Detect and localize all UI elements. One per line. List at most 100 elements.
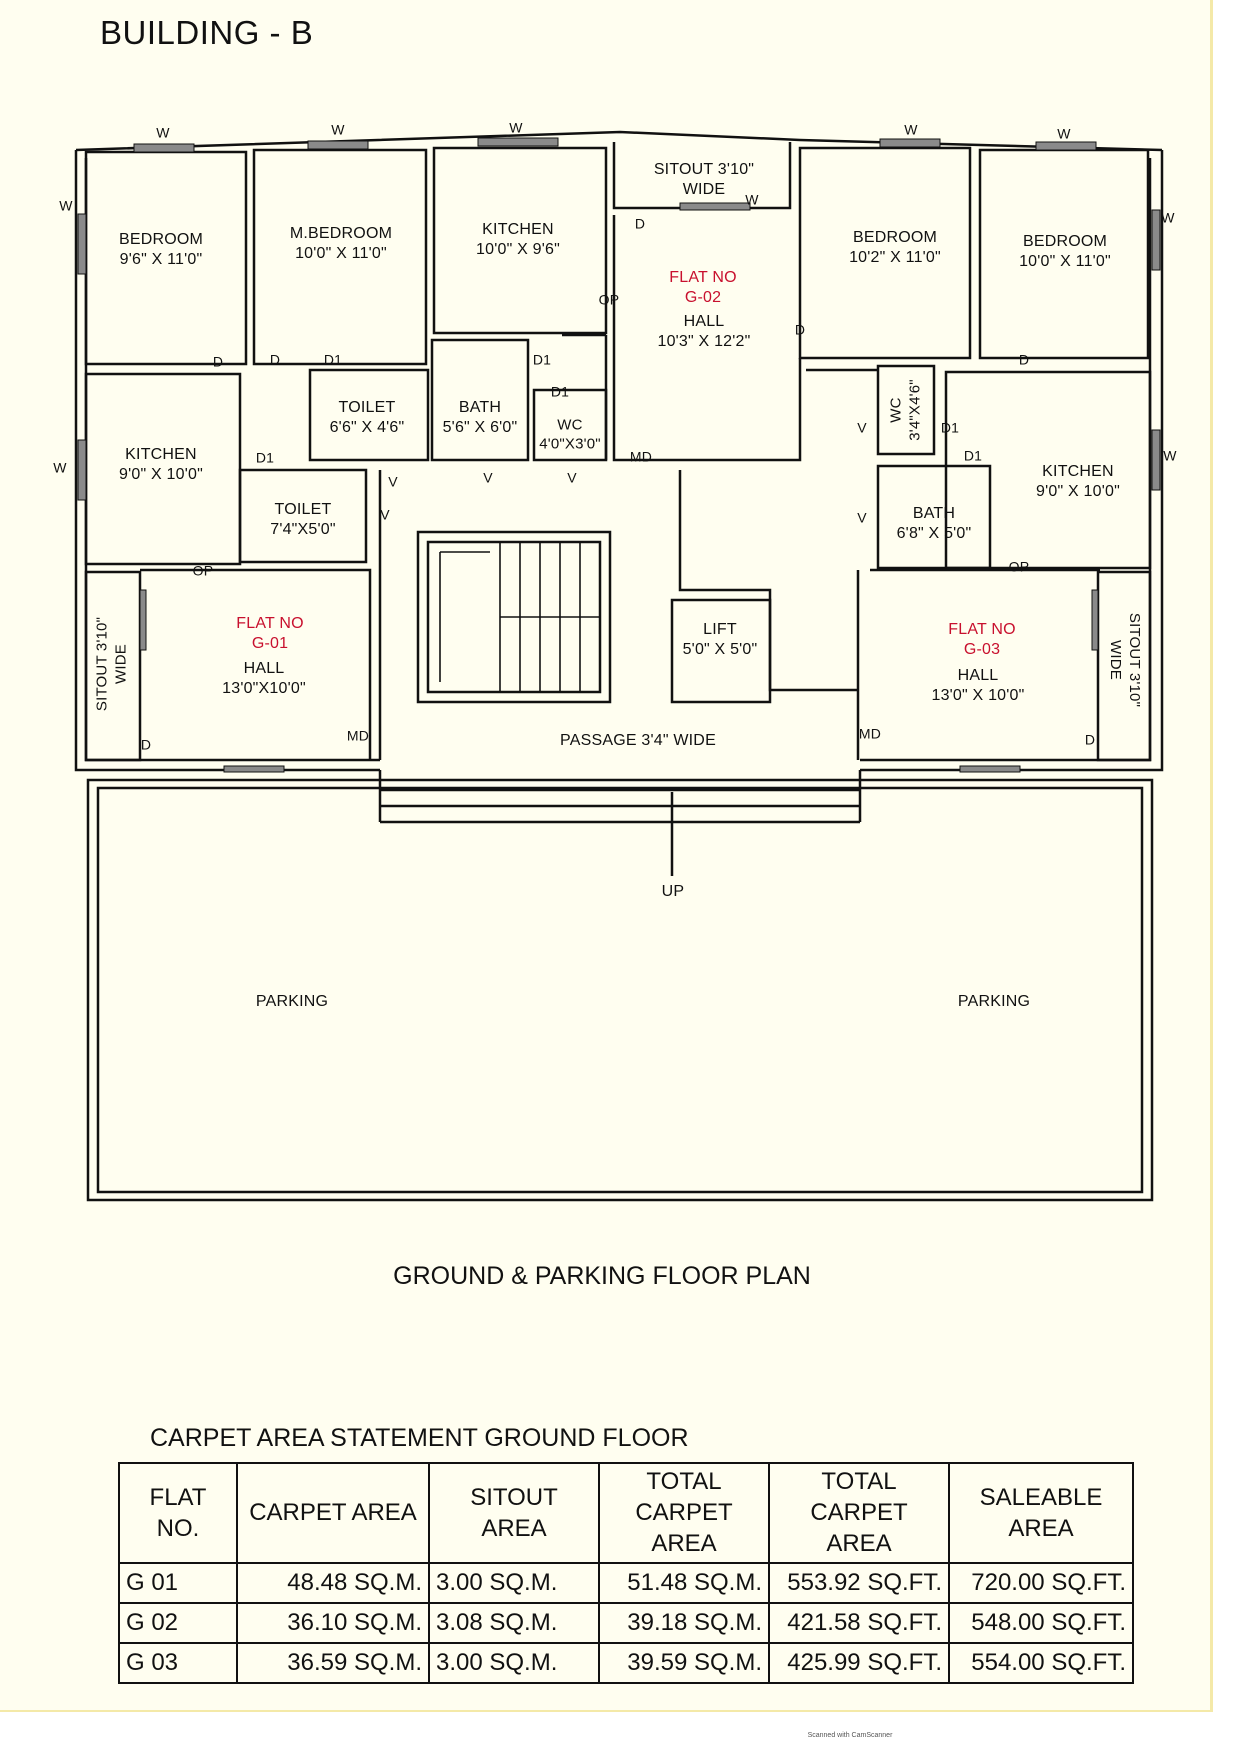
window-marker <box>959 765 1021 773</box>
plan-title: GROUND & PARKING FLOOR PLAN <box>393 1262 811 1290</box>
door1-mark: D1 <box>323 351 343 368</box>
building-title: BUILDING - B <box>100 14 314 51</box>
room-sitout-top: SITOUT 3'10"WIDE <box>654 160 754 200</box>
room-name: KITCHEN <box>125 446 197 463</box>
cell-saleable: 554.00 SQ.FT. <box>948 1641 1134 1684</box>
room-size: 3'4"X4'6" <box>906 379 923 441</box>
window-mark: W <box>156 124 170 141</box>
opening-mark: OP <box>598 291 620 308</box>
window-mark: W <box>904 121 918 138</box>
cell-total-sqm: 51.48 SQ.M. <box>598 1561 770 1604</box>
window-mark: W <box>53 459 67 476</box>
parking-boundary-inner <box>96 786 1144 1194</box>
window-mark: W <box>59 197 73 214</box>
room-name: LIFT <box>703 621 737 638</box>
room-size: WIDE <box>1107 640 1124 680</box>
window-marker <box>139 589 147 651</box>
window-marker <box>477 137 559 147</box>
ventilator-mark: V <box>567 469 577 486</box>
table-header-row: FLAT NO. CARPET AREA SITOUT AREA TOTAL C… <box>118 1462 1134 1564</box>
cell-saleable: 548.00 SQ.FT. <box>948 1601 1134 1644</box>
cell-carpet-area: 36.59 SQ.M. <box>236 1641 430 1684</box>
window-mark: W <box>1161 209 1175 226</box>
wall-left-flat-partition <box>140 568 372 760</box>
header-cell: TOTAL CARPET AREA <box>598 1462 770 1564</box>
cell-total-sqft: 425.99 SQ.FT. <box>768 1641 950 1684</box>
floor-plan-drawing <box>74 130 1164 1202</box>
wall-lift <box>670 598 772 704</box>
wall-bedroom-mid-right <box>798 146 972 360</box>
wall-kitchen-top <box>432 146 608 335</box>
room-size: 6'6" X 4'6" <box>329 419 405 436</box>
wall-bath-left <box>430 338 530 462</box>
room-sitout-left: SITOUT 3'10"WIDE <box>93 617 131 711</box>
window-marker <box>77 439 87 501</box>
room-name: WC <box>887 397 905 423</box>
room-size: 9'0" X 10'0" <box>119 466 203 483</box>
room-bath-right: BATH 6'8" X 5'0" <box>897 504 972 544</box>
window-marker <box>133 143 195 153</box>
door-mark: D <box>1084 731 1096 748</box>
room-name: HALL <box>243 660 285 677</box>
window-marker <box>1151 429 1161 491</box>
door-mark: D <box>269 351 281 368</box>
main-door-mark: MD <box>858 725 882 742</box>
room-name: BEDROOM <box>118 231 204 248</box>
room-lift: LIFT 5'0" X 5'0" <box>683 620 758 660</box>
wall-lift-shaft <box>678 470 858 692</box>
door-mark: D <box>212 353 224 370</box>
room-size: 10'0" X 11'0" <box>295 245 387 262</box>
wall-sitout-right <box>1096 570 1152 762</box>
parking-boundary <box>86 778 1154 1202</box>
window-marker <box>879 138 941 148</box>
room-size: 6'8" X 5'0" <box>896 525 972 542</box>
window-mark: W <box>1057 125 1071 142</box>
cell-total-sqft: 421.58 SQ.FT. <box>768 1601 950 1644</box>
ventilator-mark: V <box>388 473 398 490</box>
room-size: 10'2" X 11'0" <box>849 249 941 266</box>
wall-kitchen-right <box>944 370 1152 570</box>
wall-sitout-left <box>84 570 142 762</box>
room-size: 5'6" X 6'0" <box>442 419 518 436</box>
room-size: WIDE <box>682 181 726 198</box>
header-cell: SALEABLE AREA <box>948 1462 1134 1564</box>
header-cell: CARPET AREA <box>236 1462 430 1564</box>
cell-total-sqft: 553.92 SQ.FT. <box>768 1561 950 1604</box>
cell-flat-no: G 01 <box>118 1561 238 1604</box>
up-label: UP <box>661 883 685 900</box>
window-marker <box>1091 589 1099 651</box>
room-size: 13'0"X10'0" <box>222 680 306 697</box>
room-size: 5'0" X 5'0" <box>682 641 758 658</box>
window-mark: W <box>331 121 345 138</box>
ventilator-mark: V <box>857 419 867 436</box>
door1-mark: D1 <box>532 351 552 368</box>
cell-carpet-area: 36.10 SQ.M. <box>236 1601 430 1644</box>
wall-toilet-left <box>238 468 368 564</box>
window-marker <box>223 765 285 773</box>
wall-wc-right <box>876 364 936 456</box>
door-mark: D <box>634 215 646 232</box>
room-name: BATH <box>912 505 956 522</box>
cell-saleable: 720.00 SQ.FT. <box>948 1561 1134 1604</box>
room-size: 7'4"X5'0" <box>270 521 336 538</box>
room-size: 9'6" X 11'0" <box>119 251 203 268</box>
main-door-mark: MD <box>346 727 370 744</box>
room-hall-g01: HALL 13'0"X10'0" <box>222 659 306 699</box>
window-mark: W <box>745 191 759 208</box>
cell-sitout-area: 3.08 SQ.M. <box>428 1601 600 1644</box>
room-name: SITOUT 3'10" <box>93 616 111 712</box>
room-size: 9'0" X 10'0" <box>1036 483 1120 500</box>
window-mark: W <box>1163 447 1177 464</box>
ventilator-mark: V <box>483 469 493 486</box>
window-marker <box>1035 141 1097 151</box>
ventilator-mark: V <box>857 509 867 526</box>
